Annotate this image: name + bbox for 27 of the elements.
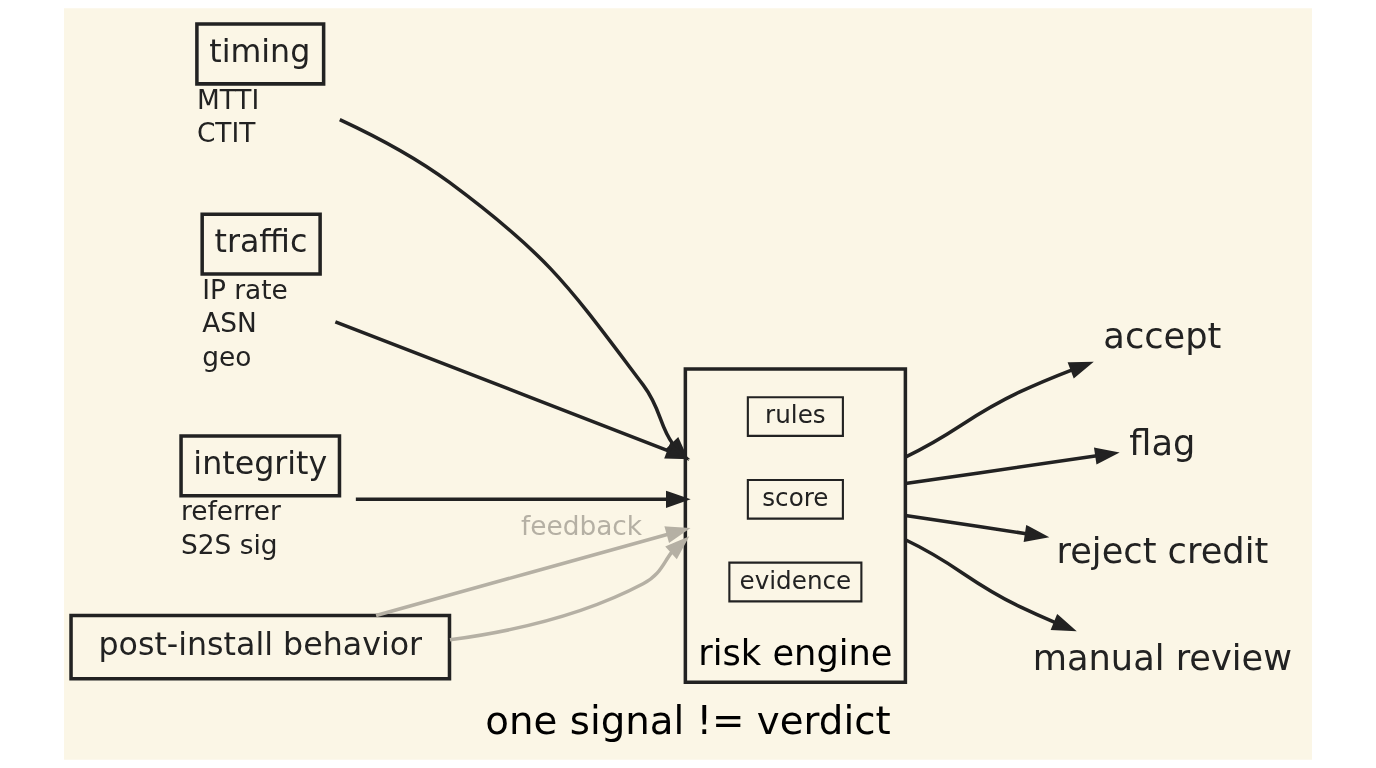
node-box: timing [195, 22, 326, 86]
arrow [449, 536, 690, 642]
caption: one signal != verdict [485, 698, 891, 744]
node-box: evidence [728, 561, 863, 603]
node-text: manual review [1032, 637, 1293, 679]
node-label: MTTI [196, 83, 260, 115]
node-label: S2S sig [181, 528, 278, 560]
node-box: post-install behavior [69, 613, 452, 681]
arrow [904, 538, 1077, 632]
edge-label: feedback [520, 509, 643, 541]
node-text: accept [1103, 314, 1222, 356]
node-box: score [746, 478, 844, 520]
node-text: flag [1129, 422, 1196, 464]
node-box: traffic [200, 212, 322, 276]
node-box: integrity [179, 434, 342, 498]
node-label: ASN [202, 307, 257, 339]
arrow [904, 361, 1094, 459]
node-box: rules [746, 396, 844, 437]
arrow [375, 526, 691, 618]
node-text: reject credit [1056, 529, 1269, 571]
arrow [905, 513, 1050, 543]
node-label: IP rate [202, 273, 288, 305]
node-label: geo [202, 340, 252, 372]
arrow [905, 447, 1120, 486]
arrow [355, 490, 691, 508]
node-label: CTIT [196, 116, 256, 148]
node-label: referrer [181, 495, 281, 527]
